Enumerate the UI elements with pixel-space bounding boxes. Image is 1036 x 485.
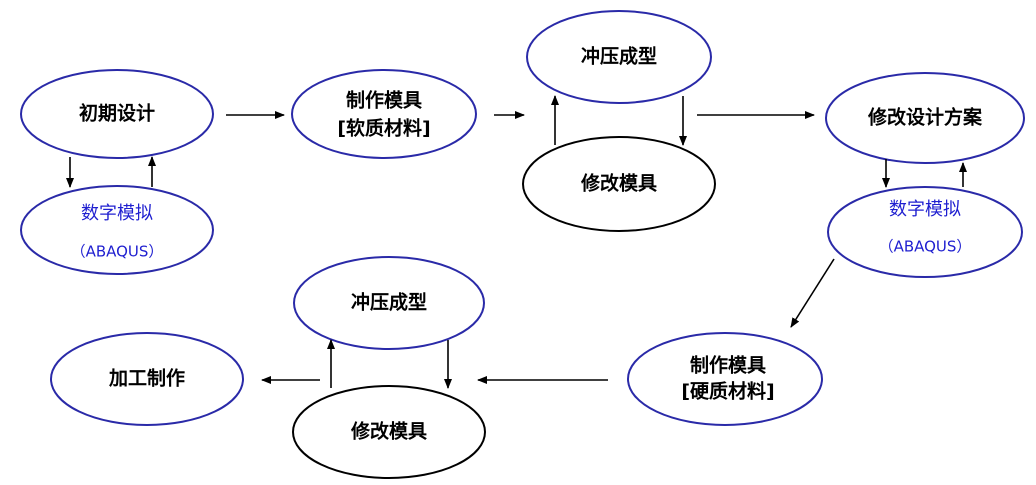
node-make-mold-hard-material: [硬质材料] bbox=[681, 380, 774, 403]
node-simulation-2-tool: （ABAQUS） bbox=[879, 238, 972, 256]
node-modify-mold-2: 修改模具 bbox=[292, 385, 486, 479]
node-modify-mold-1-label: 修改模具 bbox=[580, 172, 657, 195]
node-modify-design-label: 修改设计方案 bbox=[867, 106, 983, 129]
node-simulation-1-title: 数字模拟 bbox=[81, 203, 153, 224]
node-modify-mold-1: 修改模具 bbox=[522, 136, 716, 232]
node-make-mold-soft-material: [软质材料] bbox=[337, 117, 430, 140]
arrow-sim-2-to-make-mold-hard bbox=[790, 258, 835, 328]
node-stamping-1-label: 冲压成型 bbox=[581, 45, 657, 68]
node-simulation-1: 数字模拟 （ABAQUS） bbox=[20, 185, 214, 275]
node-simulation-2: 数字模拟 （ABAQUS） bbox=[827, 186, 1023, 278]
node-stamping-2: 冲压成型 bbox=[293, 256, 485, 350]
node-make-mold-hard-title: 制作模具 bbox=[690, 354, 766, 377]
node-simulation-2-title: 数字模拟 bbox=[889, 199, 961, 220]
node-fabrication: 加工制作 bbox=[50, 332, 244, 426]
node-initial-design-label: 初期设计 bbox=[79, 102, 155, 125]
node-stamping-2-label: 冲压成型 bbox=[351, 291, 427, 314]
node-initial-design: 初期设计 bbox=[20, 69, 214, 159]
node-make-mold-soft: 制作模具 [软质材料] bbox=[291, 69, 477, 159]
node-fabrication-label: 加工制作 bbox=[108, 367, 185, 390]
node-make-mold-hard: 制作模具 [硬质材料] bbox=[627, 332, 823, 426]
node-stamping-1: 冲压成型 bbox=[526, 10, 712, 104]
node-make-mold-soft-title: 制作模具 bbox=[346, 89, 422, 112]
node-modify-mold-2-label: 修改模具 bbox=[350, 420, 427, 443]
node-simulation-1-tool: （ABAQUS） bbox=[71, 243, 164, 261]
node-modify-design: 修改设计方案 bbox=[825, 72, 1025, 164]
